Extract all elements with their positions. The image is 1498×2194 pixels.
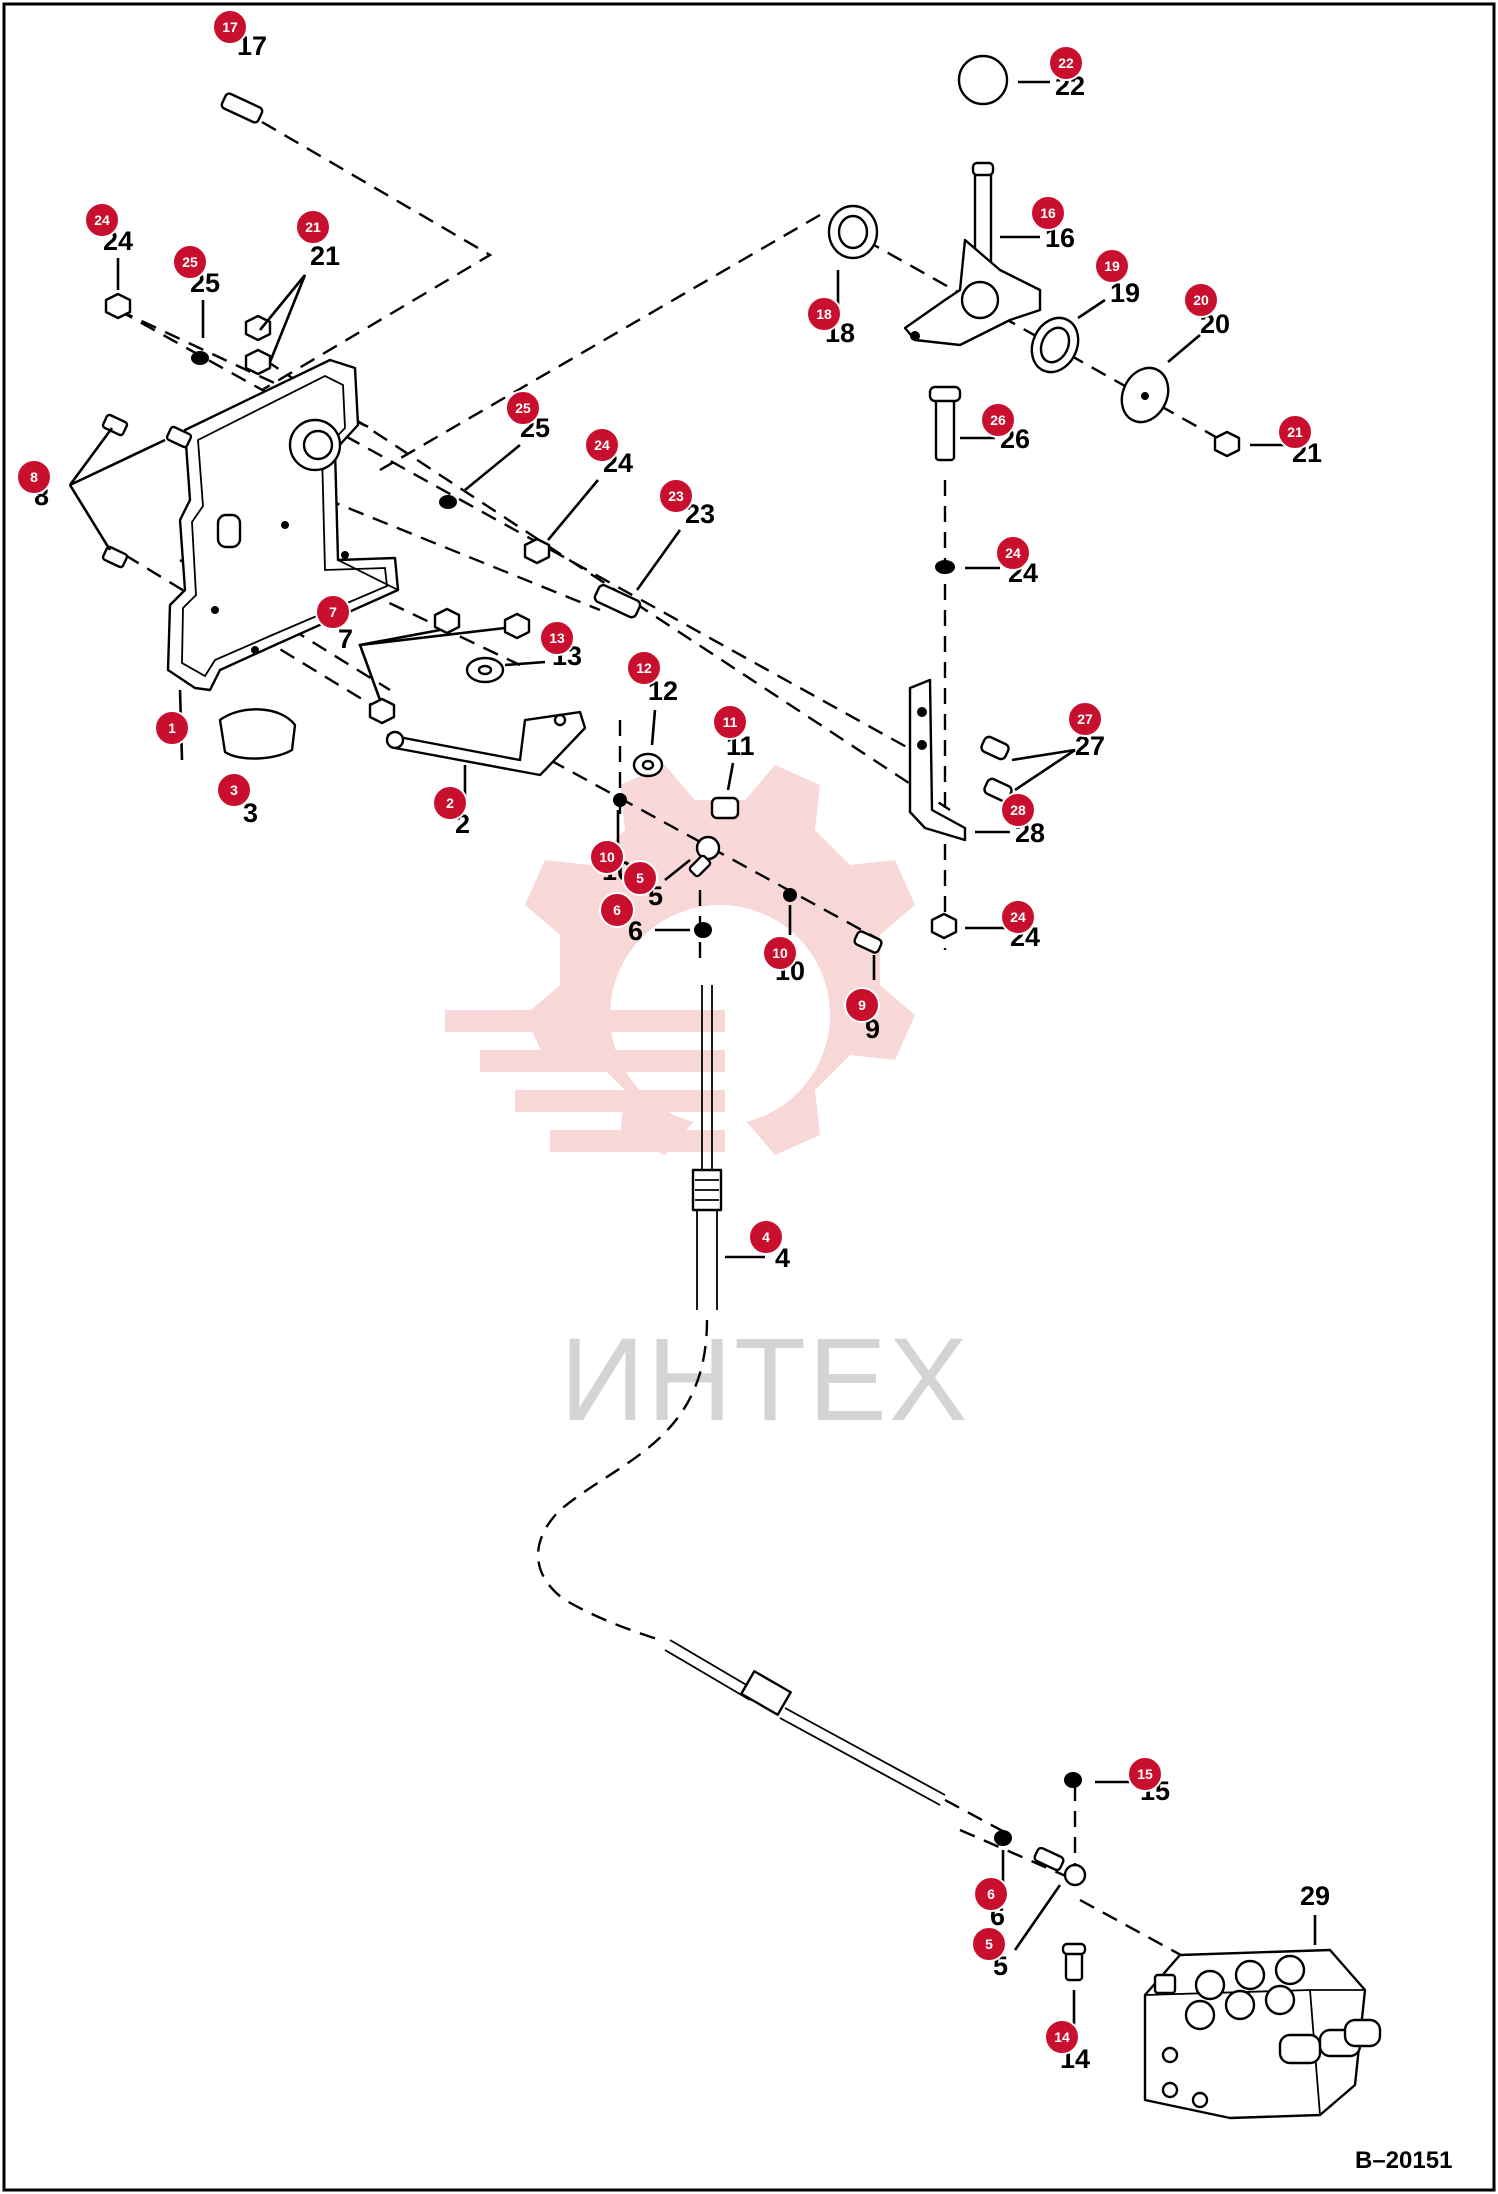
- svg-text:13: 13: [549, 630, 565, 646]
- svg-text:24: 24: [1010, 909, 1026, 925]
- badge-27: 27: [1067, 701, 1103, 737]
- shift-lever-assembly: [827, 54, 1241, 458]
- svg-text:9: 9: [858, 997, 866, 1013]
- badge-13: 13: [539, 620, 575, 656]
- valve-linkage-hardware: [994, 1772, 1087, 1982]
- badge-14: 14: [1044, 2019, 1080, 2055]
- badge-3: 3: [216, 772, 252, 808]
- svg-text:12: 12: [636, 660, 652, 676]
- badge-5-b: 5: [971, 1926, 1007, 1962]
- badge-24-d: 24: [1000, 899, 1036, 935]
- callout-4: 4: [775, 1243, 790, 1273]
- badge-25-b: 25: [505, 390, 541, 426]
- badge-8: 8: [16, 459, 52, 495]
- badge-7: 7: [315, 594, 351, 630]
- badge-24-b: 24: [584, 427, 620, 463]
- callout-29: 29: [1300, 1881, 1330, 1911]
- svg-text:21: 21: [1287, 424, 1303, 440]
- badge-23: 23: [658, 478, 694, 514]
- assembly-lines: [117, 120, 1231, 1962]
- svg-text:27: 27: [1077, 711, 1093, 727]
- badge-18: 18: [806, 296, 842, 332]
- svg-text:15: 15: [1137, 1766, 1153, 1782]
- svg-text:8: 8: [30, 469, 38, 485]
- svg-text:2: 2: [446, 795, 454, 811]
- svg-text:28: 28: [1010, 802, 1026, 818]
- badge-6-a: 6: [599, 892, 635, 928]
- nuts-top-left: [104, 292, 642, 619]
- mounting-plate: [166, 358, 400, 692]
- svg-text:18: 18: [816, 306, 832, 322]
- svg-text:6: 6: [613, 902, 621, 918]
- badge-2: 2: [432, 785, 468, 821]
- svg-text:24: 24: [94, 212, 110, 228]
- linkage-hardware: [613, 752, 883, 954]
- watermark-text: ИНТЕХ: [560, 1314, 970, 1446]
- callout-21-a: 21: [310, 241, 340, 271]
- badge-10-b: 10: [762, 935, 798, 971]
- svg-text:24: 24: [1005, 545, 1021, 561]
- svg-text:23: 23: [668, 488, 684, 504]
- svg-text:10: 10: [599, 849, 615, 865]
- badge-12: 12: [626, 650, 662, 686]
- callout-6-a: 6: [628, 916, 643, 946]
- badge-10-a: 10: [589, 839, 625, 875]
- badge-17: 17: [212, 9, 248, 45]
- svg-text:3: 3: [230, 782, 238, 798]
- badge-20: 20: [1183, 282, 1219, 318]
- bolts-8: [101, 413, 193, 569]
- svg-text:17: 17: [222, 19, 238, 35]
- stop-bracket-assembly: [908, 385, 1013, 940]
- svg-text:7: 7: [329, 604, 337, 620]
- badge-1: 1: [154, 710, 190, 746]
- badge-4: 4: [748, 1219, 784, 1255]
- badge-6-b: 6: [973, 1876, 1009, 1912]
- badge-19: 19: [1094, 248, 1130, 284]
- control-valve: [1143, 1948, 1382, 2120]
- svg-text:24: 24: [594, 437, 610, 453]
- svg-text:20: 20: [1193, 292, 1209, 308]
- callout-3: 3: [243, 798, 258, 828]
- badge-24-c: 24: [995, 535, 1031, 571]
- svg-text:14: 14: [1054, 2029, 1070, 2045]
- svg-text:4: 4: [762, 1229, 770, 1245]
- badge-5-a: 5: [622, 860, 658, 896]
- badge-9: 9: [844, 987, 880, 1023]
- svg-text:25: 25: [515, 400, 531, 416]
- badge-28: 28: [1000, 792, 1036, 828]
- badge-15: 15: [1127, 1756, 1163, 1792]
- svg-text:16: 16: [1040, 205, 1056, 221]
- svg-text:19: 19: [1104, 258, 1120, 274]
- svg-text:11: 11: [723, 714, 738, 730]
- badge-16: 16: [1030, 195, 1066, 231]
- control-cable: [536, 985, 1011, 1837]
- callout-7: 7: [338, 624, 353, 654]
- svg-text:22: 22: [1058, 55, 1074, 71]
- svg-text:1: 1: [168, 720, 176, 736]
- svg-text:6: 6: [987, 1886, 995, 1902]
- watermark-logo: [445, 765, 915, 1155]
- badge-24-a: 24: [84, 202, 120, 238]
- drawing-code: B–20151: [1355, 2147, 1452, 2174]
- svg-text:26: 26: [990, 412, 1006, 428]
- nuts-7-and-washer-13: [368, 607, 531, 725]
- badge-21-a: 21: [295, 209, 331, 245]
- svg-text:5: 5: [985, 1936, 993, 1952]
- svg-text:25: 25: [182, 254, 198, 270]
- badge-22: 22: [1048, 45, 1084, 81]
- badge-11: 11: [712, 704, 748, 740]
- red-callout-badges: 17 24 25 21 8 25 24 23 7 13 12 11 1 2 3 …: [16, 9, 1313, 2055]
- lever-and-knob: [218, 708, 587, 777]
- badge-25-a: 25: [172, 244, 208, 280]
- svg-text:10: 10: [772, 945, 788, 961]
- bolt-17: [220, 92, 264, 124]
- badge-21-b: 21: [1277, 414, 1313, 450]
- badge-26: 26: [980, 402, 1016, 438]
- svg-text:21: 21: [305, 219, 321, 235]
- svg-text:5: 5: [636, 870, 644, 886]
